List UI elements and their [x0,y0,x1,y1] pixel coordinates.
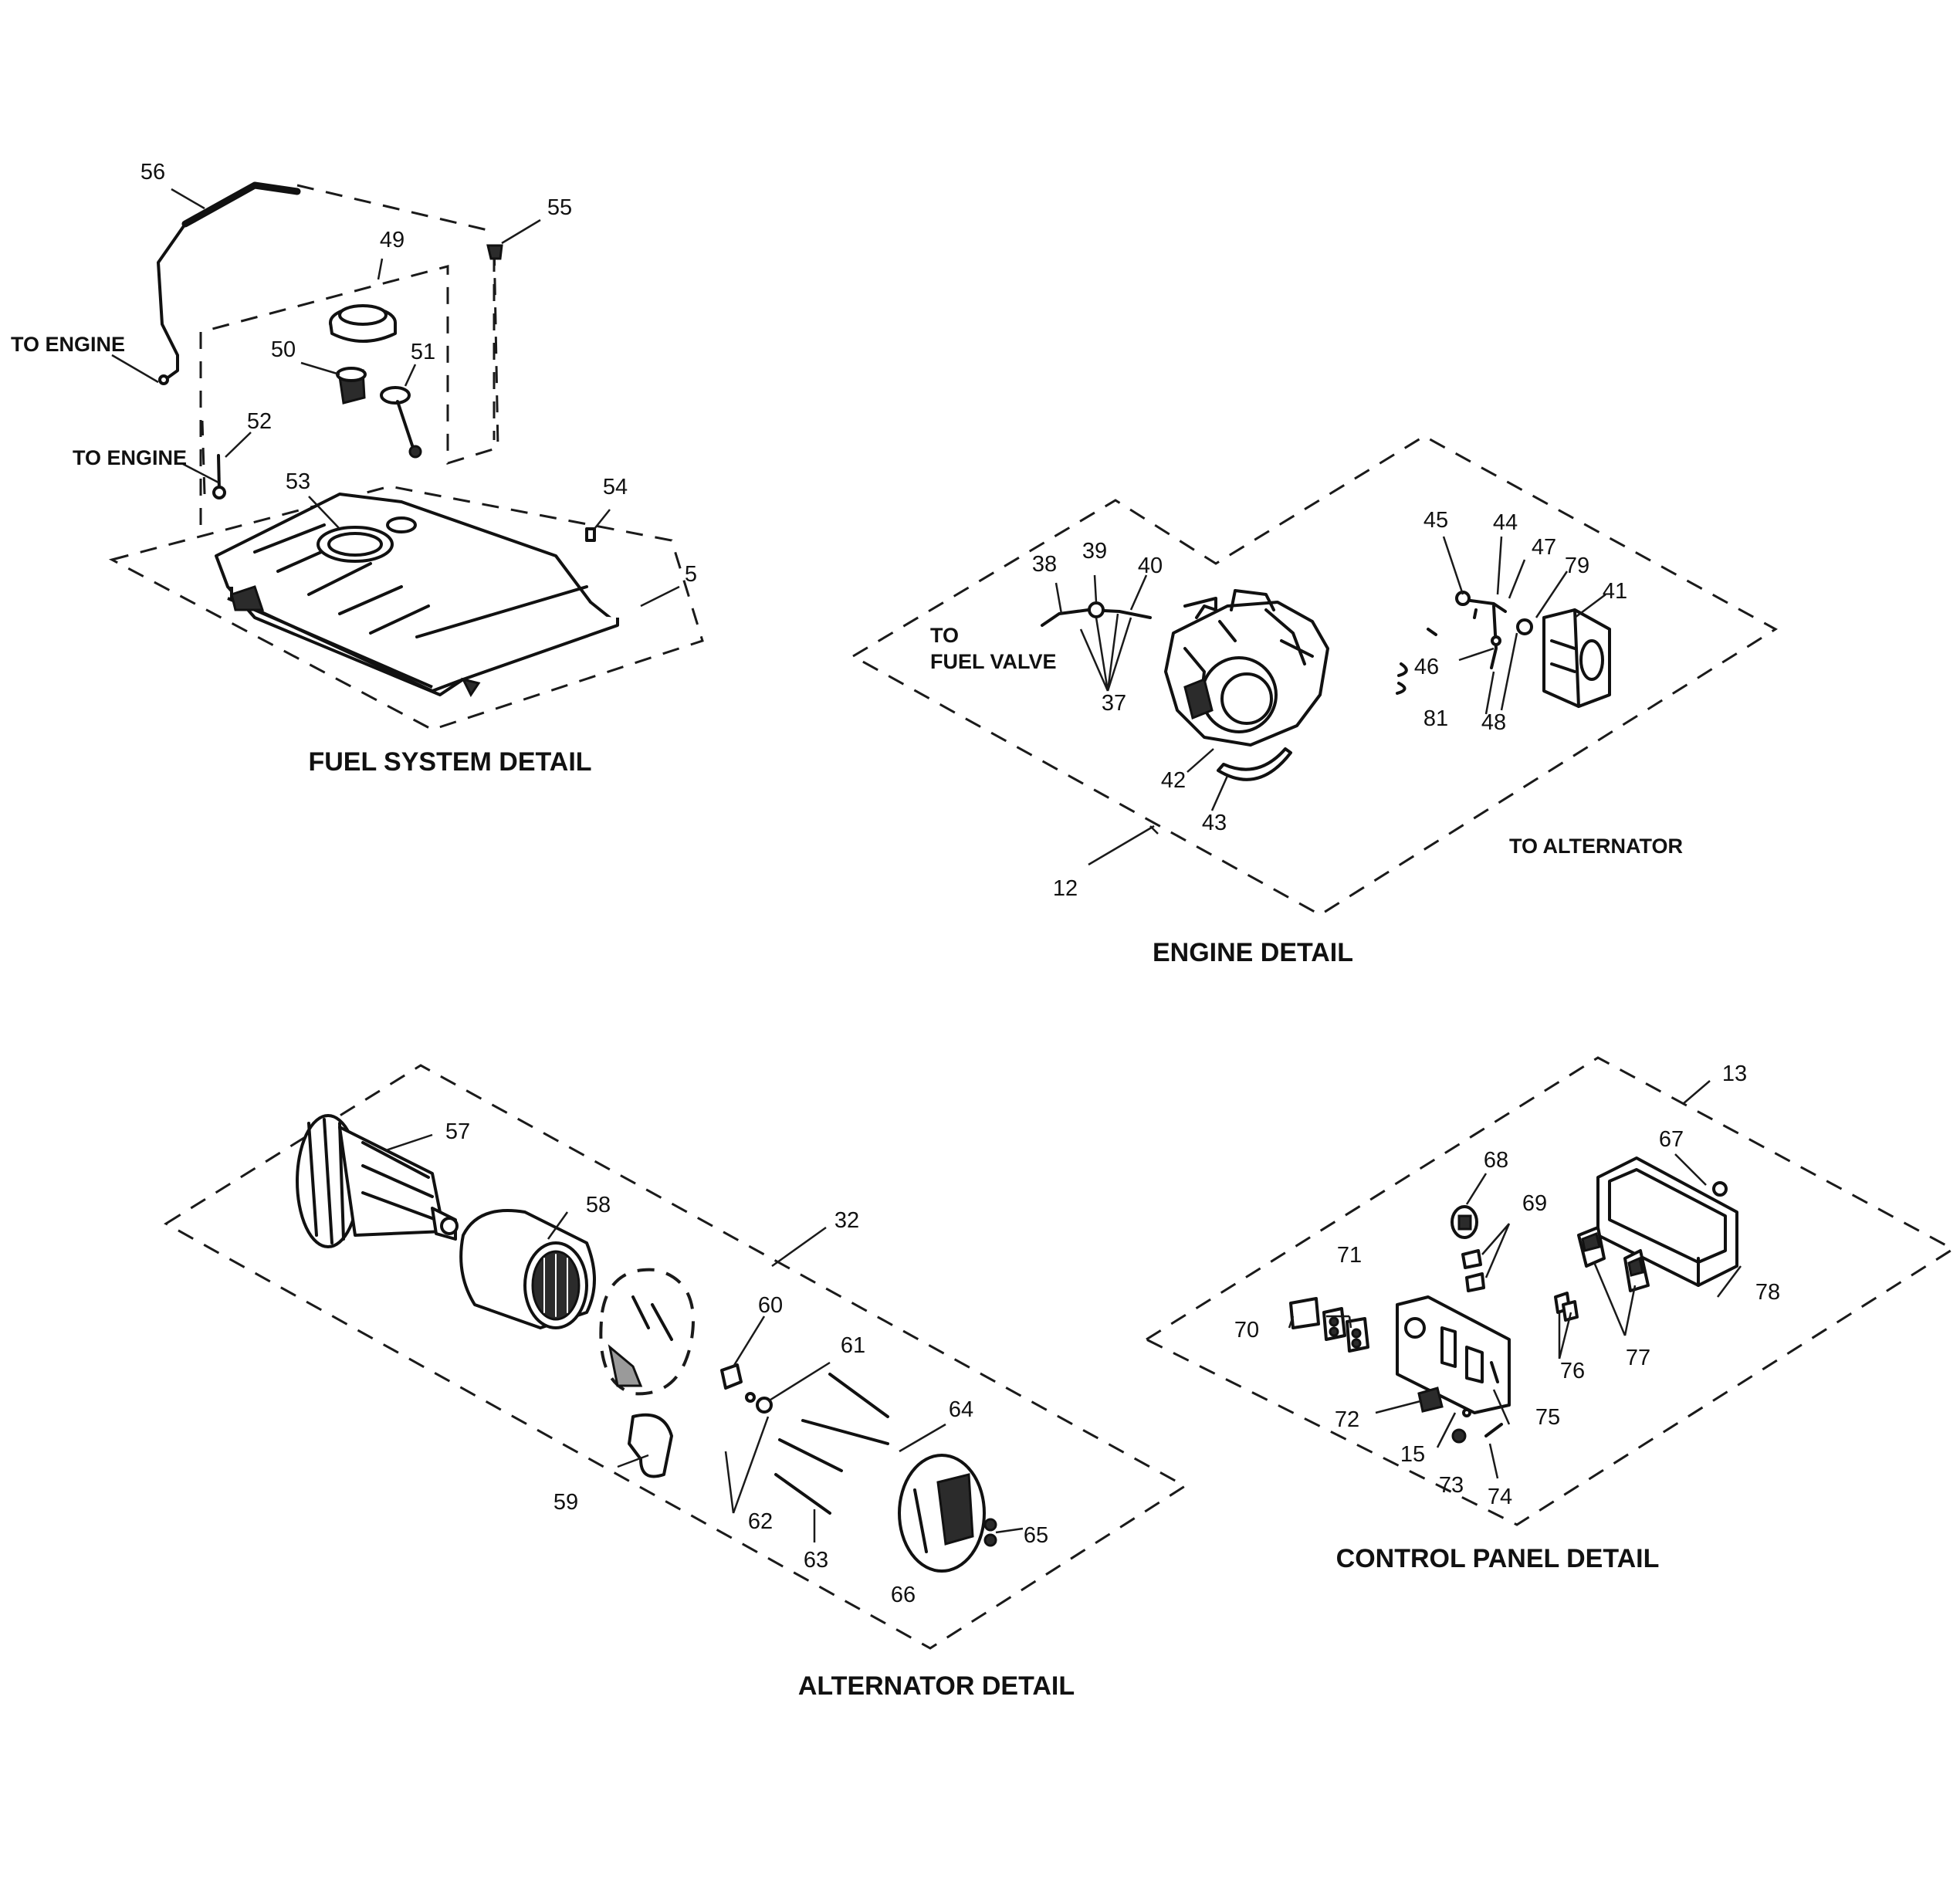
callout-79: 79 [1565,554,1589,578]
note-to-fuel-valve-line2: FUEL VALVE [930,650,1057,673]
fuel-strainer [336,367,367,405]
brush-holder [720,1363,743,1390]
callout-56: 56 [140,160,165,185]
callout-72: 72 [1335,1407,1359,1432]
note-to-engine-mid: TO ENGINE [73,446,187,469]
callout-46: 46 [1414,655,1439,679]
panel-housing [1596,1156,1738,1287]
fuel-system-title: FUEL SYSTEM DETAIL [308,747,591,777]
alternator-title: ALTERNATOR DETAIL [798,1671,1075,1701]
alternator-detail: 57 58 32 60 61 64 59 62 63 65 66 ALTERNA… [164,1064,1187,1701]
carburetor-housing [1542,608,1611,708]
vent-valve [486,244,503,260]
note-to-engine-top: TO ENGINE [11,333,125,356]
callout-78: 78 [1755,1280,1780,1305]
receptacles [1461,1249,1485,1292]
fuel-inner-boundary [199,239,499,525]
fan-cover [628,1413,673,1478]
callout-67: 67 [1659,1127,1684,1152]
engine-detail: 38 39 40 37 42 43 12 45 44 47 79 41 46 8… [850,435,1778,967]
callout-45: 45 [1423,508,1448,533]
callout-50: 50 [271,337,296,362]
panel-knob [1712,1181,1728,1197]
callout-60: 60 [758,1293,783,1318]
callout-55: 55 [547,195,572,220]
fuel-cap [329,304,397,343]
fuel-system-detail: 56 55 49 50 51 52 53 54 5 TO ENGINE TO E… [11,160,704,777]
callout-12: 12 [1053,876,1078,901]
end-cover [898,1454,997,1573]
tank-screw [585,527,596,542]
panel-nut [1451,1428,1467,1444]
callout-64: 64 [949,1397,973,1422]
callout-81: 81 [1423,706,1448,731]
callout-73: 73 [1439,1473,1464,1498]
control-panel-boundary [1143,1056,1955,1526]
callout-65: 65 [1024,1523,1048,1548]
callout-39: 39 [1082,539,1107,564]
engine-block [1164,589,1329,747]
circuit-breaker [1451,1205,1478,1239]
control-panel-detail: 13 67 68 69 71 70 78 76 77 72 75 15 73 7… [1143,1056,1955,1573]
alternator-boundary [164,1064,1187,1650]
rotor [296,1114,459,1248]
note-to-fuel-valve-line1: TO [930,624,959,647]
fuse-holder [1417,1387,1444,1413]
engine-title: ENGINE DETAIL [1153,938,1353,967]
callout-48: 48 [1481,710,1506,735]
callout-49: 49 [380,228,405,252]
callout-44: 44 [1493,510,1518,535]
callout-66: 66 [891,1583,916,1607]
stator [459,1209,596,1329]
callout-76: 76 [1560,1359,1585,1383]
fuel-valve-fitting [212,454,226,499]
callout-43: 43 [1202,811,1227,835]
callout-74: 74 [1488,1485,1512,1509]
callout-58: 58 [586,1193,611,1217]
callout-70: 70 [1234,1318,1259,1343]
callout-61: 61 [841,1333,865,1358]
callout-69: 69 [1522,1191,1547,1216]
callout-52: 52 [247,409,272,434]
control-panel-plate [1396,1295,1511,1414]
callout-77: 77 [1626,1346,1650,1370]
callout-54: 54 [603,475,628,499]
callout-42: 42 [1161,768,1186,793]
callout-51: 51 [411,340,435,364]
callout-62: 62 [748,1509,773,1534]
callout-68: 68 [1484,1148,1508,1173]
callout-47: 47 [1532,535,1556,560]
faceplates [1289,1297,1369,1353]
callout-59: 59 [553,1490,578,1515]
callout-41: 41 [1603,579,1627,604]
end-bracket [599,1268,695,1396]
callout-71: 71 [1337,1243,1362,1268]
through-bolts [756,1373,889,1515]
governor-linkage [1396,591,1533,695]
callout-38: 38 [1032,552,1057,577]
fuel-gauge [380,386,422,459]
panel-switches [1554,1226,1650,1322]
callout-15: 15 [1400,1442,1425,1467]
callout-40: 40 [1138,554,1163,578]
control-panel-title: CONTROL PANEL DETAIL [1336,1544,1660,1573]
callout-13: 13 [1722,1062,1747,1086]
callout-32: 32 [834,1208,859,1233]
panel-screw [1484,1423,1503,1437]
engine-gasket [1217,747,1292,781]
engine-boundary [850,435,1778,916]
note-to-alternator: TO ALTERNATOR [1509,835,1683,858]
callout-57: 57 [445,1119,470,1144]
fuel-tank [215,493,619,697]
callout-37: 37 [1102,691,1126,716]
callout-5: 5 [685,562,697,587]
callout-75: 75 [1535,1405,1560,1430]
callout-63: 63 [804,1548,828,1573]
callout-53: 53 [286,469,310,494]
